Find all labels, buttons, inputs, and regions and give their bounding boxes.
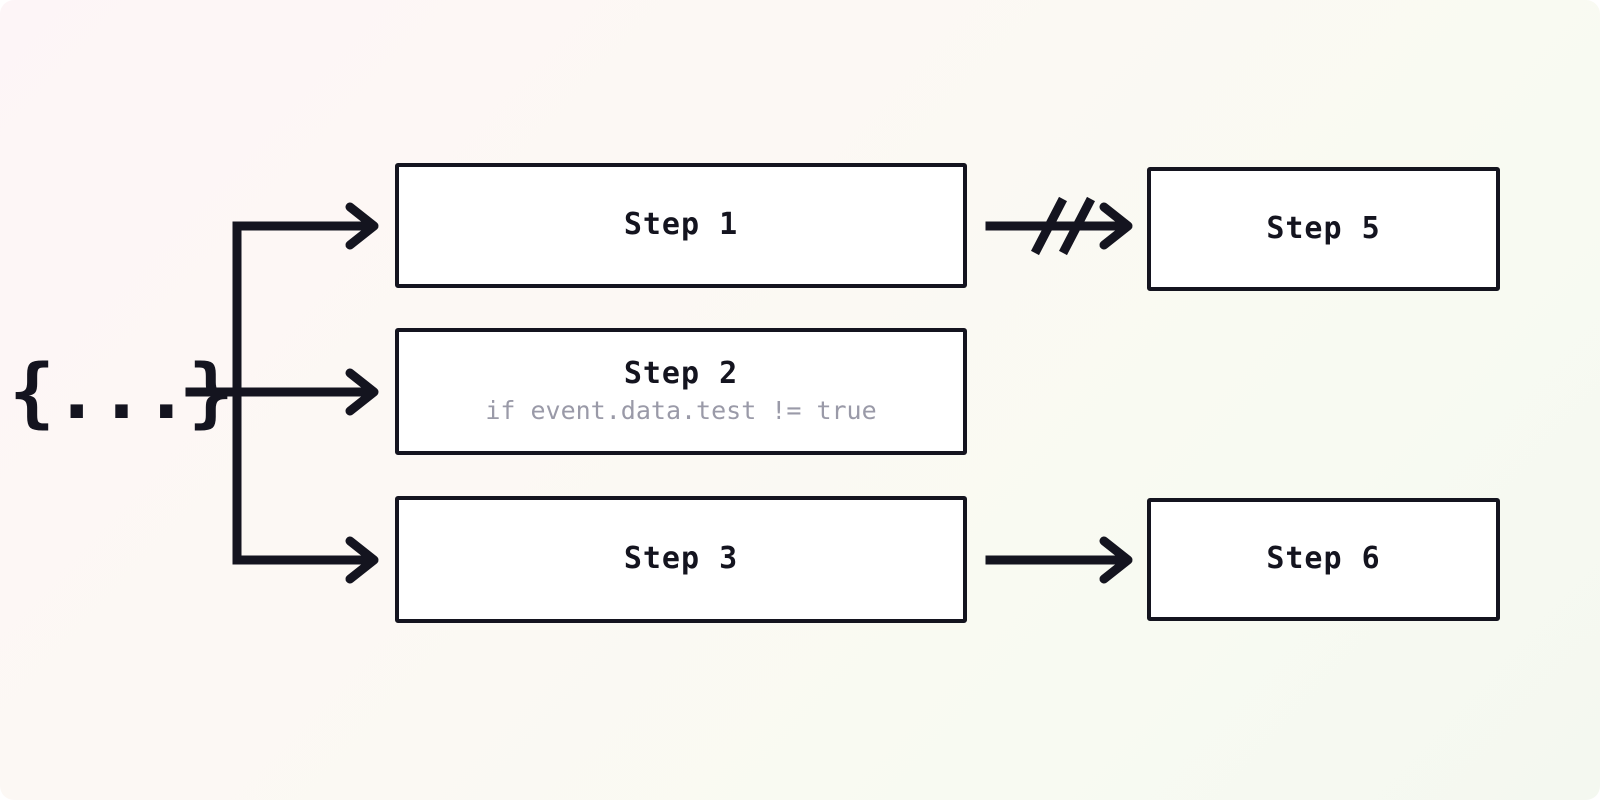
step-box-step6[interactable]: Step 6 — [1147, 498, 1500, 621]
step-box-step3[interactable]: Step 3 — [395, 496, 967, 623]
skip-slash-1 — [1031, 196, 1067, 256]
step-title: Step 2 — [623, 356, 739, 392]
step-title: Step 3 — [623, 541, 739, 577]
step-box-step1[interactable]: Step 1 — [395, 163, 967, 288]
step-box-step5[interactable]: Step 5 — [1147, 167, 1500, 291]
step-box-step2[interactable]: Step 2 if event.data.test != true — [395, 328, 967, 455]
step-title: Step 1 — [623, 207, 739, 243]
step-title: Step 6 — [1266, 541, 1381, 577]
event-payload-icon: {...} — [9, 347, 234, 436]
skip-slash-2 — [1059, 196, 1095, 256]
skipped-link-marker — [1031, 196, 1095, 256]
arrowhead-step3-in — [345, 536, 379, 584]
arrowhead-step6-in — [1099, 536, 1133, 584]
arrowhead-step5-in — [1099, 202, 1133, 250]
step-condition-expression: if event.data.test != true — [485, 395, 877, 425]
arrowhead-step1-in — [345, 202, 379, 250]
arrowhead-step2-in — [345, 368, 379, 416]
step-title: Step 5 — [1266, 210, 1381, 246]
